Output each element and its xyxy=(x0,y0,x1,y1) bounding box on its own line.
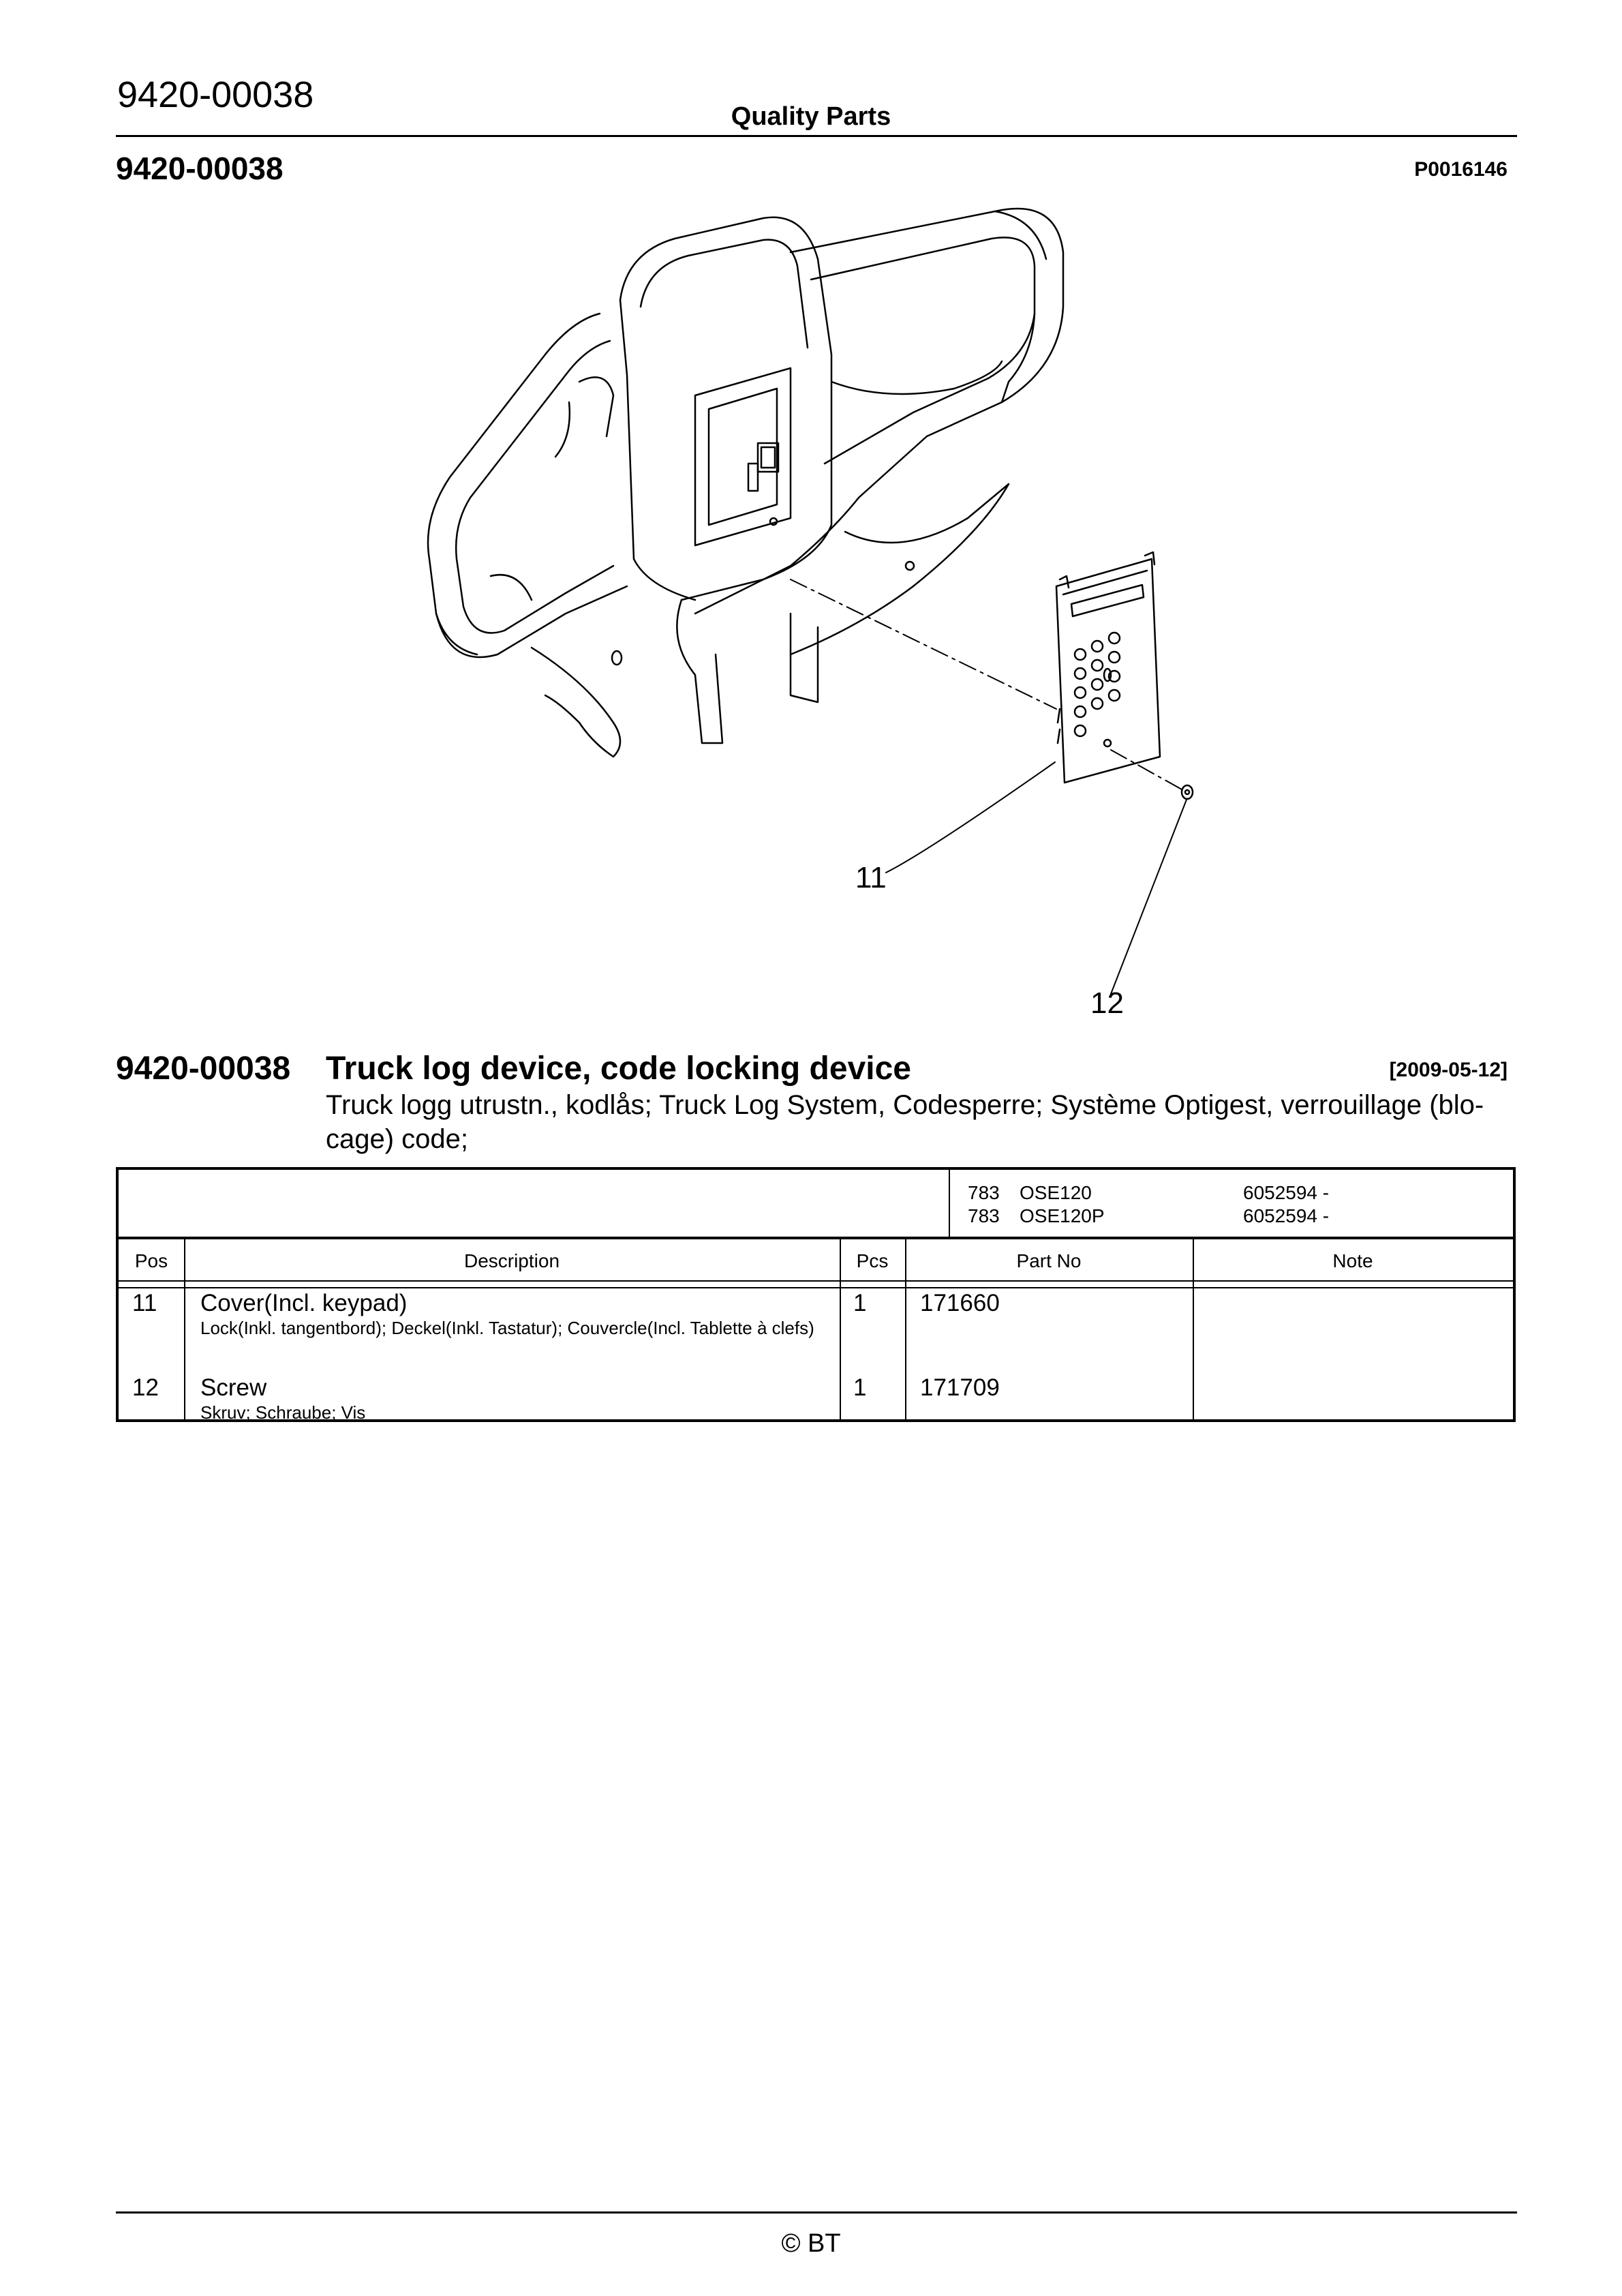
row-translation: Lock(Inkl. tangentbord); Deckel(Inkl. Ta… xyxy=(200,1318,814,1338)
section-date: [2009-05-12] xyxy=(1389,1059,1508,1081)
column-header-part-no: Part No xyxy=(1016,1250,1082,1271)
callout-12: 12 xyxy=(1090,986,1124,1020)
row-description: Cover(Incl. keypad) xyxy=(200,1290,408,1316)
section-code: 9420-00038 xyxy=(116,1051,291,1087)
footer-rule xyxy=(116,2211,1517,2214)
row-pcs: 1 xyxy=(853,1290,867,1316)
column-divider xyxy=(184,1238,185,1419)
model-name: OSE120P xyxy=(1020,1205,1105,1226)
row-description: Screw xyxy=(200,1374,267,1401)
model-name: OSE120 xyxy=(1020,1182,1092,1203)
row-part-no: 171709 xyxy=(920,1374,1000,1401)
header-rule xyxy=(116,135,1517,137)
column-divider xyxy=(840,1238,841,1419)
parts-table: 783 OSE120 6052594 - 783 OSE120P 6052594… xyxy=(116,1167,1516,1423)
header-rule-bottom xyxy=(119,1287,1513,1288)
column-header-description: Description xyxy=(463,1250,560,1271)
header-rule-top xyxy=(119,1280,1513,1282)
column-header-note: Note xyxy=(1332,1250,1373,1271)
column-divider xyxy=(905,1238,906,1419)
callout-11: 11 xyxy=(855,861,887,894)
model-serial: 6052594 - xyxy=(1243,1182,1330,1203)
column-divider xyxy=(1193,1238,1194,1419)
header-doc-code: 9420-00038 xyxy=(117,74,314,115)
section-subtitle: Truck logg utrustn., kodlås; Truck Log S… xyxy=(326,1090,1484,1154)
model-series: 783 xyxy=(968,1205,1000,1226)
column-header-pcs: Pcs xyxy=(856,1250,889,1271)
header-title: Quality Parts xyxy=(731,102,891,131)
model-serial: 6052594 - xyxy=(1243,1205,1330,1226)
row-translation: Skruv; Schraube; Vis xyxy=(200,1402,366,1423)
model-rule xyxy=(119,1237,1513,1239)
exploded-view-drawing xyxy=(427,207,1194,995)
row-pos: 12 xyxy=(132,1374,159,1401)
figure-code: 9420-00038 xyxy=(116,151,284,186)
model-divider xyxy=(949,1170,950,1237)
row-pcs: 1 xyxy=(853,1374,867,1401)
row-pos: 11 xyxy=(132,1290,157,1316)
section-title: Truck log device, code locking device xyxy=(326,1051,911,1087)
model-series: 783 xyxy=(968,1182,1000,1203)
column-header-pos: Pos xyxy=(134,1250,168,1271)
row-part-no: 171660 xyxy=(920,1290,1000,1316)
footer-copyright: © BT xyxy=(781,2229,841,2258)
figure-reference: P0016146 xyxy=(1414,158,1508,181)
